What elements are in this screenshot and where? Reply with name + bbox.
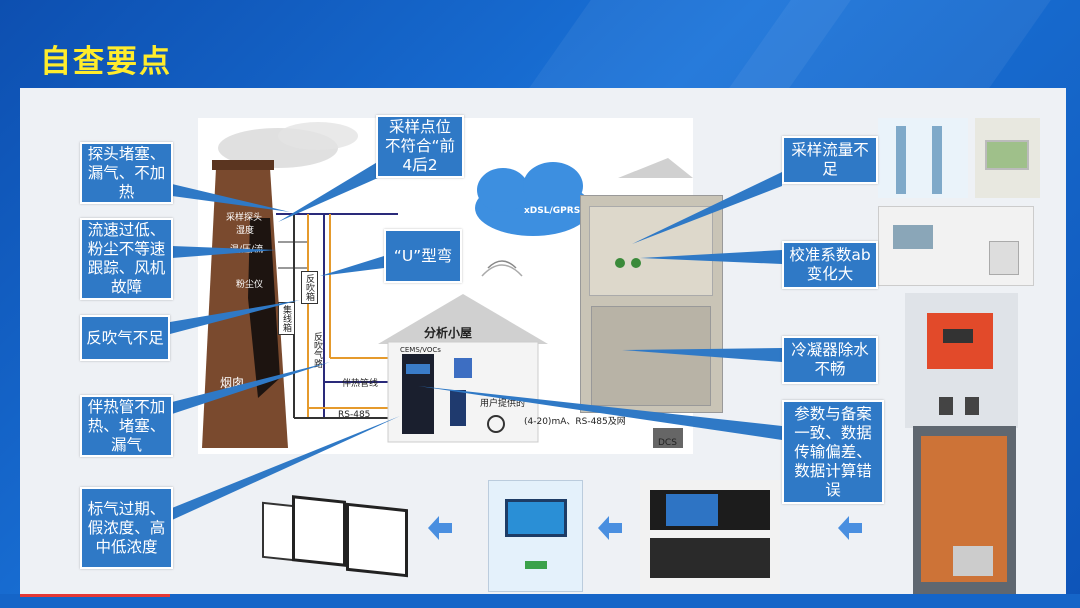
analyzer-cabinet-photo: [580, 195, 723, 413]
analyzer-unit-photo: [878, 206, 1034, 286]
dust-label: 粉尘仪: [236, 280, 264, 290]
signal-label: (4-20)mA、RS-485及网: [524, 417, 626, 427]
dcs-label: DCS: [658, 438, 677, 448]
industrial-pc-photo: [640, 480, 780, 594]
callout-u-bend: “U”型弯: [384, 229, 462, 283]
left-arrow-icon: [598, 516, 622, 540]
heat-line-label: 伴热管线: [342, 379, 379, 389]
rs485-label: RS-485: [338, 410, 371, 420]
humidity-label: 湿度: [236, 226, 255, 236]
house-label: 分析小屋: [424, 326, 473, 340]
callout-standard-gas: 标气过期、假浓度、高中低浓度: [80, 487, 173, 569]
footer-bar: [0, 594, 1080, 608]
probe-label: 采样探头: [226, 213, 263, 223]
flowmeter-photo: [878, 118, 968, 198]
collector-box-label: 集线箱: [278, 302, 295, 335]
cloud-label: xDSL/GPRS/CDMA: [524, 206, 614, 216]
callout-sample-flow: 采样流量不足: [782, 136, 878, 184]
backblow-box-label: 反吹箱: [301, 271, 318, 304]
callout-parameters: 参数与备案一致、数据传输偏差、数据计算错误: [782, 400, 884, 504]
callout-heat-pipe: 伴热管不加热、堵塞、漏气: [80, 395, 173, 457]
callout-flow-low: 流速过低、粉尘不等速跟踪、风机故障: [80, 218, 173, 300]
callout-sample-point: 采样点位不符合“前4后2: [376, 115, 464, 178]
callout-calibration-coefficient: 校准系数ab变化大: [782, 241, 878, 289]
callout-backblow-insufficient: 反吹气不足: [80, 315, 170, 361]
callout-probe-blockage: 探头堵塞、漏气、不加热: [80, 142, 173, 204]
data-collector-photo: [488, 480, 583, 592]
left-arrow-icon: [428, 516, 452, 540]
display-unit-photo: [975, 118, 1040, 198]
user-supply-label: 用户提供的: [480, 399, 526, 409]
control-panel-photo: [913, 426, 1016, 594]
slide-title: 自查要点: [40, 44, 172, 80]
condenser-photo: [905, 293, 1018, 428]
footer-accent-line: [20, 594, 170, 597]
left-arrow-icon: [838, 516, 862, 540]
analyzer-label: CEMS/VOCs: [400, 346, 441, 354]
backblow-line-label: 反吹气路: [312, 332, 322, 368]
callout-condenser: 冷凝器除水不畅: [782, 336, 878, 384]
